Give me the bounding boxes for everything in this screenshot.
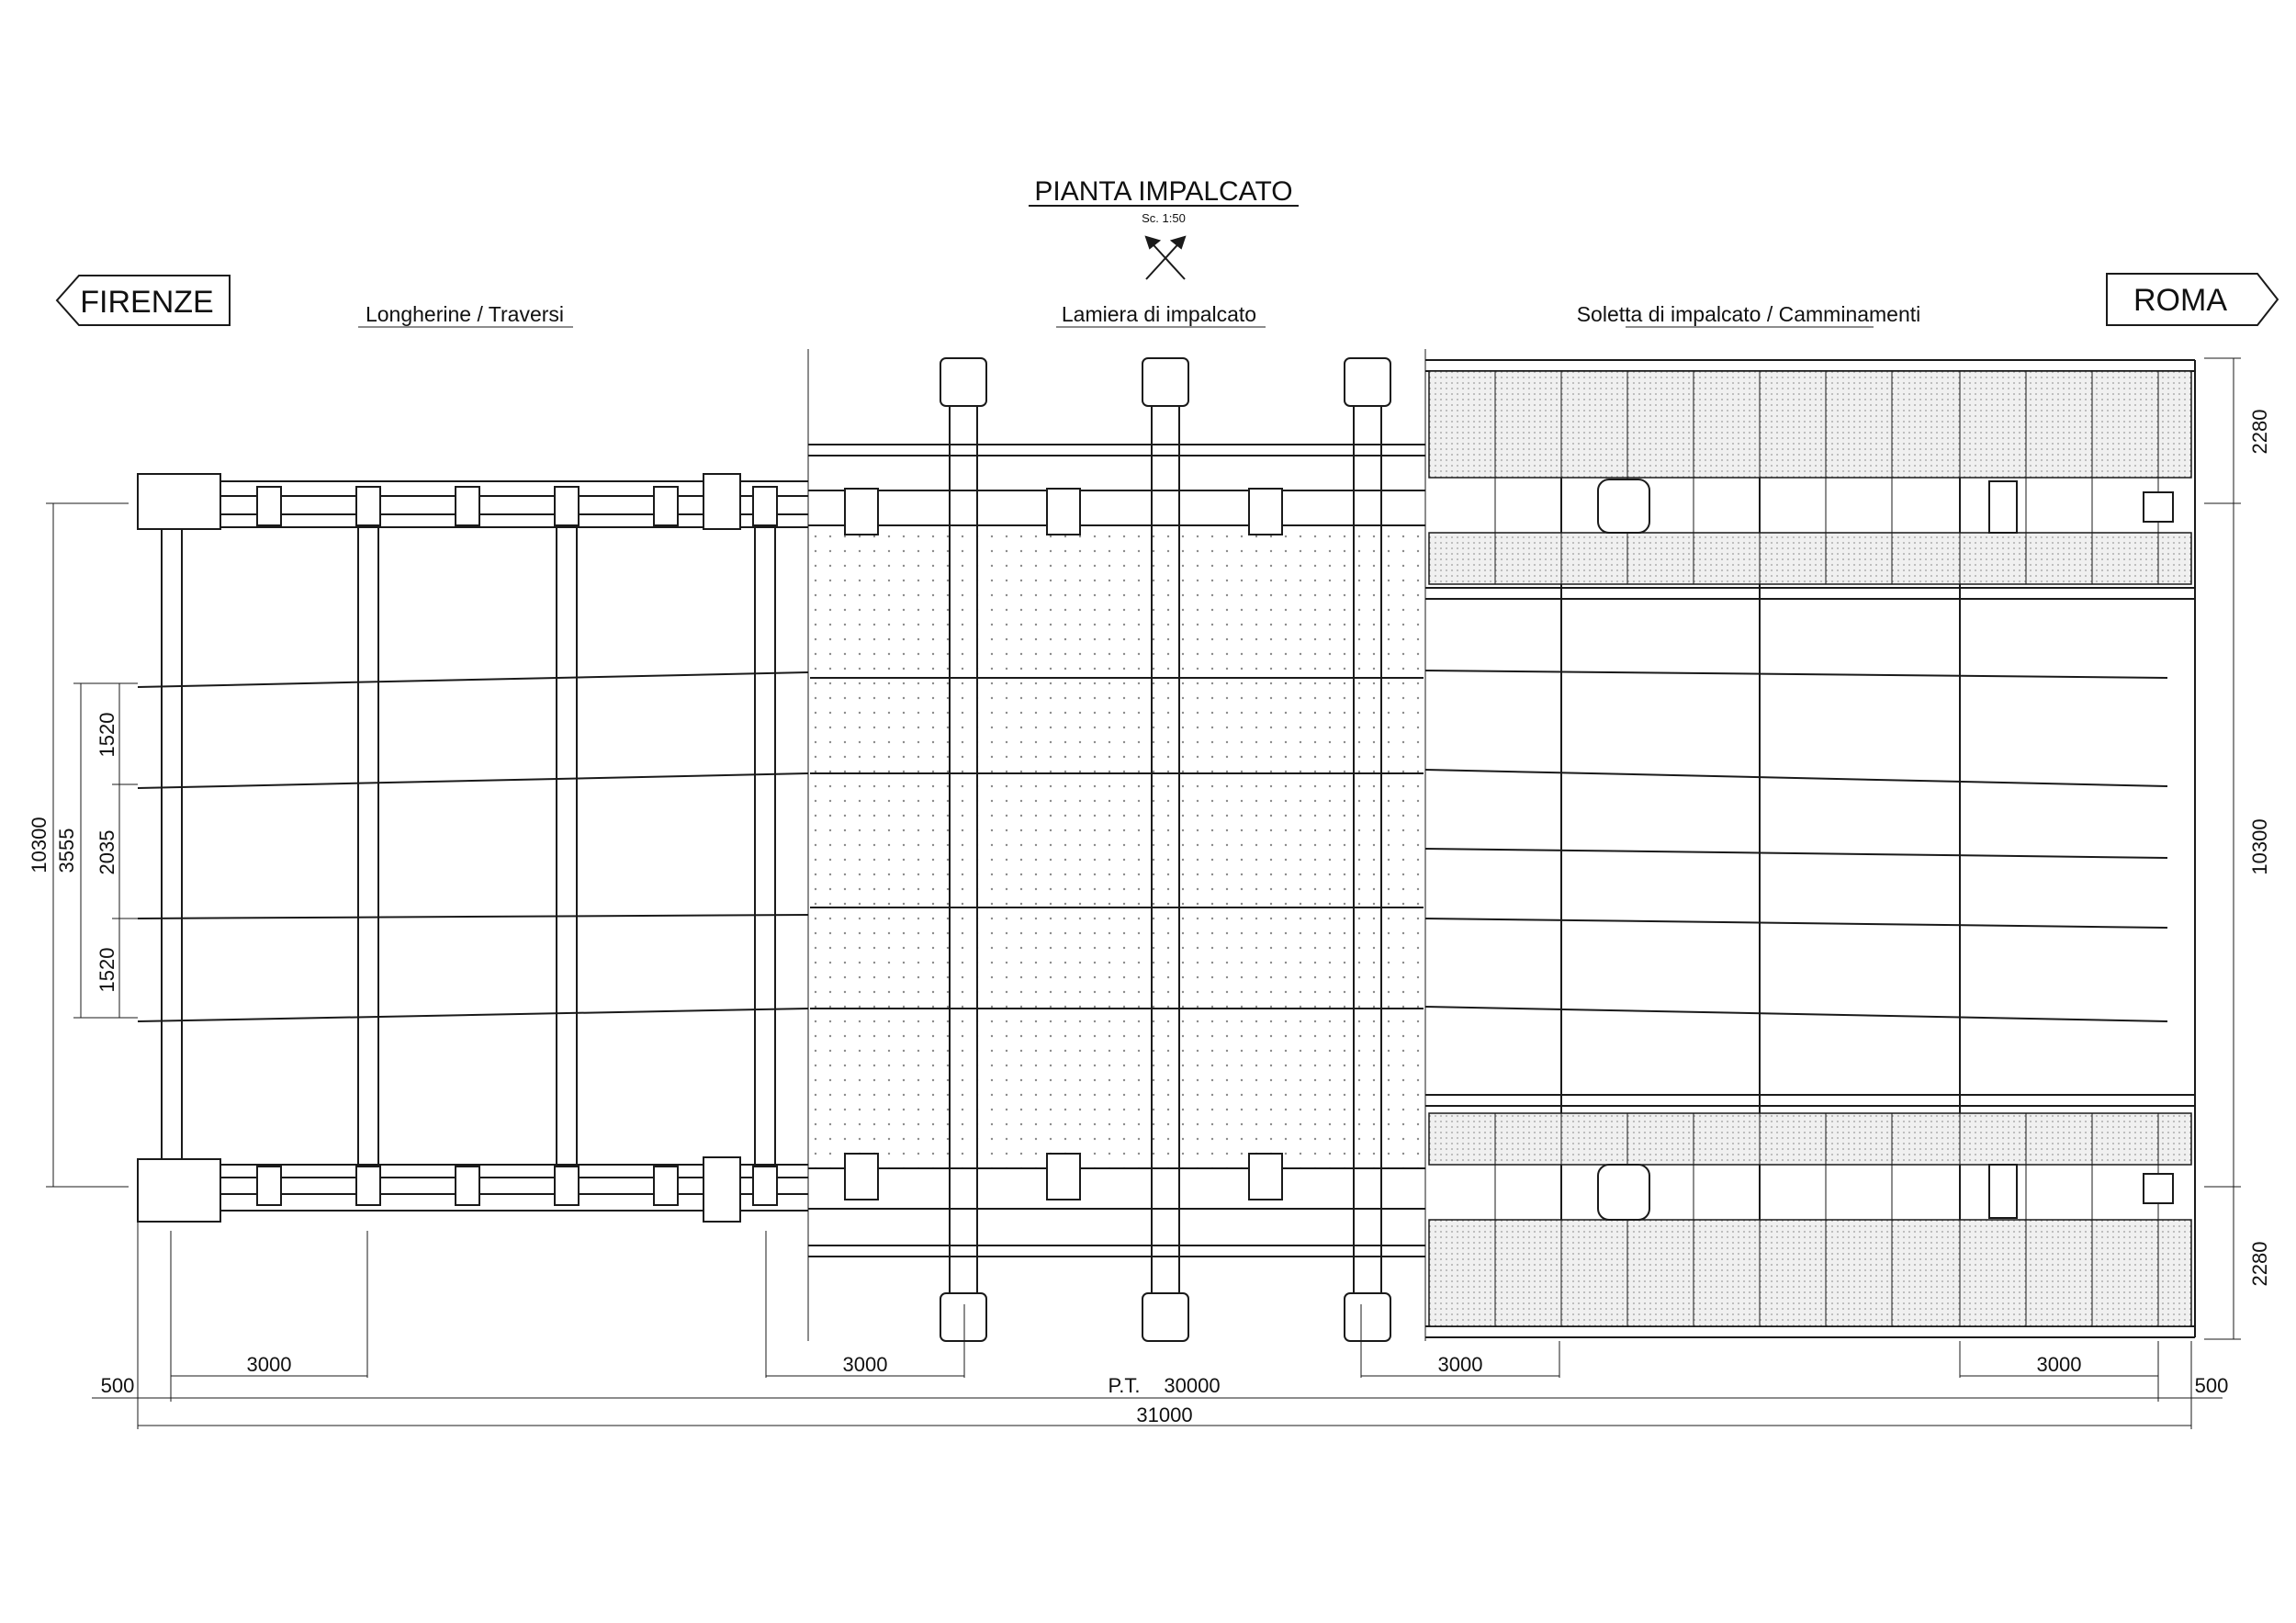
connection-plates-left [137, 473, 778, 1223]
drawing-title: PIANTA IMPALCATO [1034, 176, 1292, 207]
left-dimension-lines [46, 502, 138, 1188]
dim-end-right: 500 [2195, 1374, 2229, 1397]
crossbeam-end-caps [844, 357, 1391, 1342]
direction-left-label: FIRENZE [80, 285, 213, 320]
walkway-upper [1428, 370, 2192, 585]
dim-bay-3: 3000 [1438, 1353, 1483, 1376]
direction-right-sign: ROMA [2106, 273, 2279, 326]
dim-left-center-spacing: 2035 [96, 830, 118, 875]
dim-right-total-width: 10300 [2248, 818, 2271, 874]
bottom-dimension-lines [92, 1222, 2223, 1429]
walkway-lower [1428, 1112, 2192, 1327]
deck-plate [810, 525, 1424, 1168]
dim-bay-1: 3000 [247, 1353, 292, 1376]
north-arrow-icon [1144, 235, 1187, 280]
arrow-right-icon [2106, 273, 2279, 326]
arrow-left-icon [55, 275, 231, 326]
section-heading-stringers: Longherine / Traversi [366, 302, 564, 326]
dim-left-upper-offset: 1520 [96, 713, 118, 758]
dim-end-left: 500 [101, 1374, 135, 1397]
dim-span-value: 30000 [1164, 1374, 1220, 1397]
direction-left-sign: FIRENZE [55, 275, 231, 326]
dim-bay-4: 3000 [2037, 1353, 2082, 1376]
section-heading-deck-slab: Soletta di impalcato / Camminamenti [1577, 302, 1921, 326]
section-heading-deck-plate: Lamiera di impalcato [1062, 302, 1256, 326]
drawing-scale: Sc. 1:50 [1142, 211, 1186, 225]
dim-left-lower-offset: 1520 [96, 948, 118, 993]
dim-right-lower-walkway: 2280 [2248, 1242, 2271, 1287]
dim-bay-2: 3000 [843, 1353, 888, 1376]
deck-plate-frame [808, 404, 1425, 1295]
dim-left-total-width: 10300 [28, 817, 51, 873]
dim-total-length: 31000 [1136, 1403, 1192, 1426]
right-dimension-lines [2204, 357, 2241, 1340]
walkway-panel-joints [1494, 371, 2159, 1326]
dim-right-upper-walkway: 2280 [2248, 410, 2271, 455]
dim-left-inner-span: 3555 [55, 828, 78, 873]
expansion-joint-devices [1597, 479, 2174, 1221]
deck-slab-frame [1424, 359, 2196, 1338]
direction-right-label: ROMA [2133, 283, 2227, 318]
stringer-frame [137, 480, 809, 1212]
dim-span-label: P.T. [1108, 1374, 1140, 1397]
